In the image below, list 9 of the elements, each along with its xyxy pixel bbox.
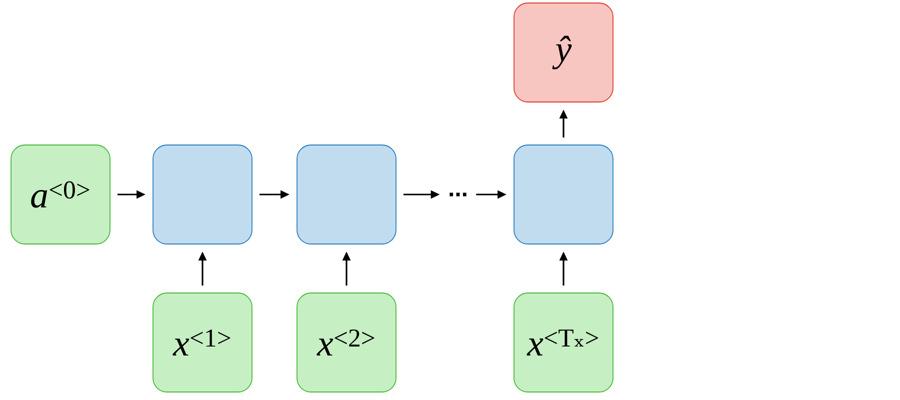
- variable-box: a$^{<0>}$: [10, 144, 110, 244]
- cell-box: [296, 144, 396, 244]
- ellipsis: ...: [450, 192, 466, 196]
- output-box: ŷ: [514, 2, 614, 102]
- variable-box: x$^{<1>}$: [152, 292, 252, 392]
- variable-box: x$^{<Tₓ>}$: [514, 292, 614, 392]
- cell-box: [514, 144, 614, 244]
- variable-box: x$^{<2>}$: [296, 292, 396, 392]
- cell-box: [152, 144, 252, 244]
